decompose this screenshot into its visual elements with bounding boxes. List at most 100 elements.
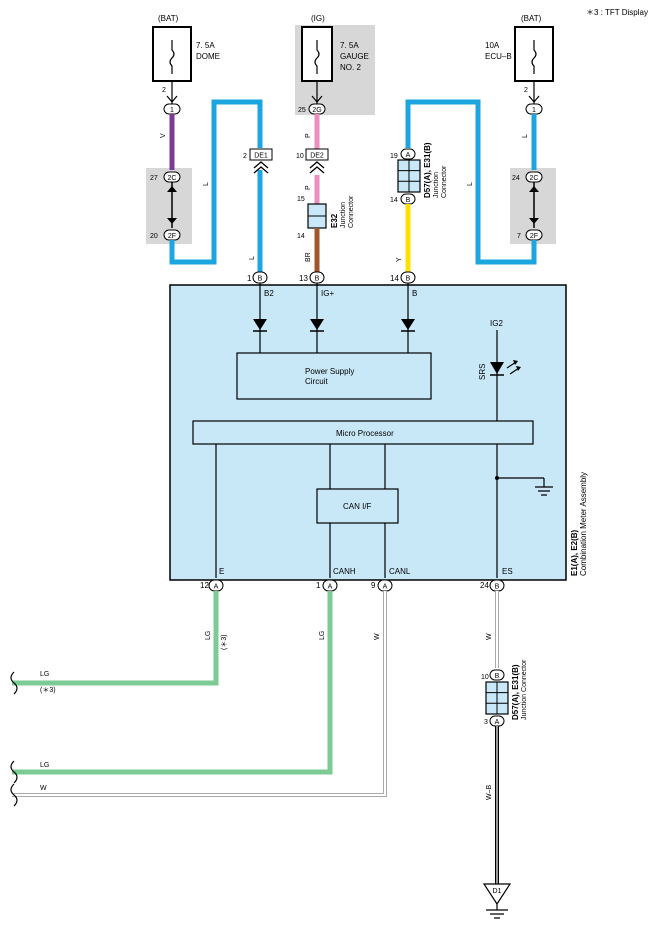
wire-label-w: W	[486, 633, 493, 640]
power-supply-label: Power Supply	[305, 367, 354, 376]
wire-label-w: W	[374, 633, 381, 640]
wire-label-lg: LG	[205, 631, 212, 640]
pin-es-conn: B	[495, 584, 500, 591]
tft-note: ＊3 : TFT Display	[586, 8, 648, 17]
d57-top-pin-bot: 14	[390, 197, 398, 204]
micro-processor	[192, 420, 534, 445]
ecub-pin: 2	[524, 87, 528, 94]
right-2c-pin: 24	[512, 175, 520, 182]
left-2f-pin: 20	[150, 233, 158, 240]
fuse-icon	[531, 40, 537, 74]
d57-top-sub1: Junction	[433, 172, 440, 198]
d57-top-conn-a-label: A	[406, 152, 411, 159]
dome-name: DOME	[196, 52, 220, 61]
wire-label-lg-note: (＊3)	[221, 634, 228, 650]
pin-canh-number: 1	[316, 581, 321, 590]
wire-label-lg: LG	[40, 671, 49, 678]
gauge-name: GAUGE	[340, 52, 369, 61]
dome-connector-label: 1	[170, 107, 174, 114]
label-canl: CANL	[389, 567, 411, 576]
diode-icon	[310, 319, 324, 330]
ig2-label: IG2	[490, 319, 503, 328]
wire-label-lg-note: (＊3)	[40, 687, 56, 694]
e32-sub2: Connector	[348, 195, 355, 228]
wire-label-p: P	[305, 185, 312, 190]
chevron-down-icon	[311, 95, 323, 103]
wire-label-w: W	[40, 785, 47, 792]
chevron-up-icon	[167, 186, 177, 192]
label-es: ES	[502, 567, 513, 576]
chevron-down-icon	[529, 218, 539, 224]
ground-icon	[486, 904, 508, 919]
gauge-rating: 7. 5A	[340, 41, 359, 50]
gauge-pin: 25	[298, 107, 306, 114]
wire-label-wb: W–B	[486, 785, 493, 801]
wire-label-l: L	[522, 134, 529, 138]
right-2f-label: 2F	[530, 233, 538, 240]
power-supply-circuit	[236, 352, 432, 400]
pin-canh-conn: A	[328, 584, 333, 591]
junction-dot	[495, 476, 499, 480]
d57-bottom-conn-a-label: A	[495, 719, 500, 726]
d57-top-conn-b-label: B	[406, 197, 411, 204]
wire-label-p: P	[305, 133, 312, 138]
chevron-down-icon	[166, 95, 178, 103]
wire-label-lg: LG	[319, 631, 326, 640]
e32-title: E32	[330, 213, 339, 228]
label-ig: IG+	[321, 289, 334, 298]
fuse-icon	[169, 40, 175, 74]
de2-label: DE2	[310, 153, 324, 160]
e32-pin-top: 15	[297, 196, 305, 203]
diode-icon	[401, 319, 415, 330]
label-canh: CANH	[333, 567, 356, 576]
left-2c-label: 2C	[168, 175, 177, 182]
ground-label: D1	[493, 888, 502, 895]
wire-label-l: L	[467, 182, 474, 186]
led-icon	[490, 362, 504, 374]
right-blue-wire-loop	[405, 99, 537, 265]
d57-top-title: D57(A), E31(B)	[423, 142, 432, 198]
pin-b-number: 14	[390, 274, 399, 283]
de1-label: DE1	[254, 153, 268, 160]
de1-connector[interactable]	[249, 148, 273, 161]
pin-e-number: 12	[200, 581, 209, 590]
d57-bottom-pin-bot: 3	[484, 719, 488, 726]
label-b2: B2	[264, 289, 274, 298]
pin-b2-number: 1	[247, 274, 252, 283]
d57-top-conn-a[interactable]	[400, 148, 416, 160]
wire-break-icon	[10, 783, 18, 807]
pin-canl-number: 9	[371, 581, 376, 590]
chevron-up-icon	[529, 186, 539, 192]
ecub-connector-label: 1	[532, 107, 536, 114]
wire-label-l: L	[249, 256, 256, 260]
d57-bottom-title: D57(A), E31(B)	[511, 664, 520, 720]
ecub-name: ECU–B	[485, 52, 512, 61]
left-2c-pin: 27	[150, 175, 158, 182]
e32-pin-bot: 14	[297, 233, 305, 240]
chevron-down-icon	[167, 218, 177, 224]
ecub-rating: 10A	[485, 41, 500, 50]
d57-bottom-pin-top: 10	[481, 674, 489, 681]
ground-point-d1[interactable]	[482, 883, 512, 906]
gauge-source: (IG)	[311, 14, 325, 23]
chevron-down-icon	[528, 95, 540, 103]
can-interface	[316, 488, 399, 524]
wire-label-l: L	[203, 182, 210, 186]
wire-label-lg: LG	[40, 762, 49, 769]
srs-label: SRS	[478, 364, 487, 380]
d57-top-pin: 19	[390, 153, 398, 160]
pin-b-conn: B	[406, 276, 411, 283]
pin-canl-conn: A	[383, 584, 388, 591]
meter-name: Combination Meter Assembly	[579, 472, 588, 576]
de2-pin: 10	[296, 153, 304, 160]
arrow-icon	[513, 360, 521, 371]
can-label: CAN I/F	[343, 502, 372, 511]
lg-wire-canh	[12, 591, 333, 775]
dome-source: (BAT)	[158, 14, 179, 23]
wire-label-v: V	[160, 133, 167, 138]
lg-wire-e	[12, 591, 219, 686]
d57-bottom-conn-b[interactable]	[489, 669, 505, 681]
meter-code: E1(A), E2(B)	[570, 529, 579, 576]
diode-icon	[253, 319, 267, 330]
de2-connector[interactable]	[305, 148, 329, 161]
